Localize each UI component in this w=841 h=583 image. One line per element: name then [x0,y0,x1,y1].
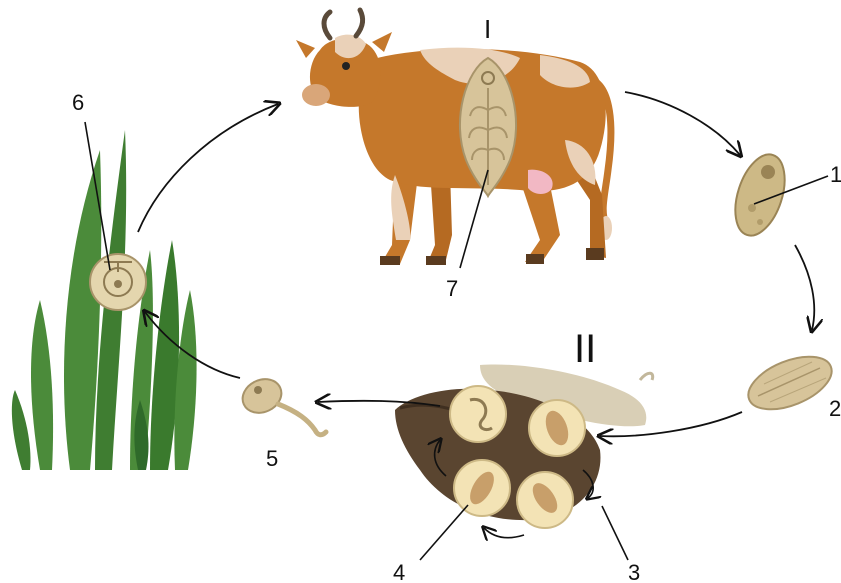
cow-illustration [296,10,612,265]
cercaria-circle [517,472,573,528]
stage-label-2: 2 [829,396,841,421]
host-label-definitive: I [484,14,491,44]
arrow-egg-to-miracidium [795,245,814,330]
stage-label-5: 5 [266,446,278,471]
redia-circle [450,386,506,442]
cercaria-illustration [237,373,326,435]
sporocyst-circle [529,400,585,456]
stage-label-4: 4 [393,560,405,583]
stage-label-6: 6 [72,90,84,115]
arrow-grass-to-cow [138,104,278,232]
stage-label-3: 3 [628,560,640,583]
stage-label-1: 1 [830,162,841,187]
arrow-cow-to-egg [625,92,740,155]
miracidium-illustration [741,346,839,420]
redia-circle-2 [454,460,510,516]
stage-label-7: 7 [446,276,458,301]
egg-illustration [726,148,794,241]
metacercaria-circle [90,254,146,310]
host-label-intermediate: II [574,327,596,371]
snail-illustration [395,364,653,537]
